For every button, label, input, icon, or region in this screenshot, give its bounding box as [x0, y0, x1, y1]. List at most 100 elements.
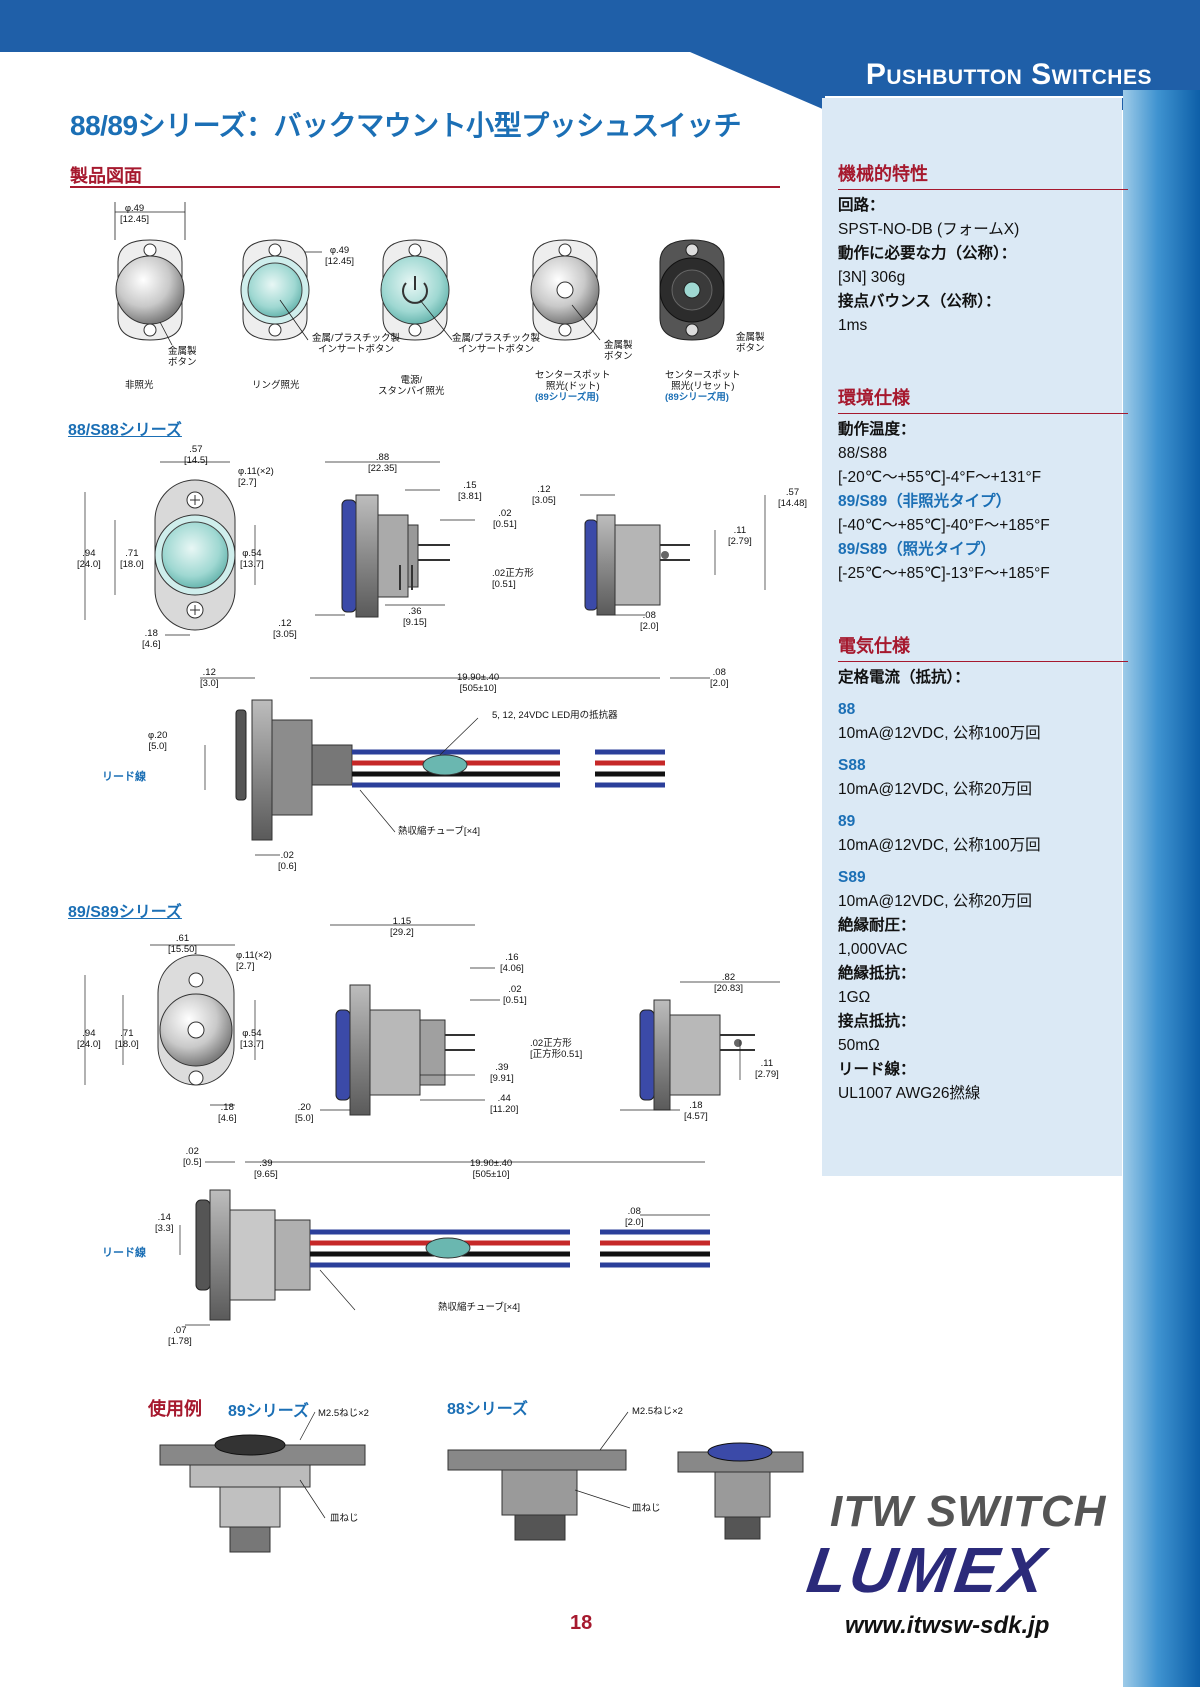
top-dim-2: φ.49 [12.45] — [325, 245, 355, 267]
model-s89-value: 10mA@12VDC, 公称20万回 — [838, 893, 1033, 910]
s88-lead-assembly — [235, 699, 665, 841]
mechanical-title: 機械的特性 — [838, 160, 1128, 190]
force-value: [3N] 306g — [838, 269, 906, 286]
insulation-label: 絶縁抵抗： — [838, 965, 916, 982]
usage-88-title: 88シリーズ — [447, 1401, 528, 1418]
model-s88-value: 10mA@12VDC, 公称20万回 — [838, 781, 1033, 798]
top-dim-1: φ.49 [12.45] — [120, 203, 150, 225]
s89-dim-115: 1.15 [29.2] — [390, 916, 414, 938]
spec-sidebar — [822, 98, 1122, 1176]
s88-dim-15: .15 [3.81] — [458, 480, 482, 502]
lead-wire-label: リード線： — [838, 1061, 916, 1078]
page-number: 18 — [570, 1612, 593, 1634]
s88-dim-hole: φ.11(×2) [2.7] — [238, 466, 274, 488]
s89-dim-94: .94 [24.0] — [77, 1028, 101, 1050]
s89-dim-02sq: .02正方形 [正方形0.51] — [530, 1038, 583, 1060]
banner-rule — [825, 96, 1153, 98]
website-link[interactable]: www.itwsw-sdk.jp — [845, 1612, 1050, 1639]
usage-screw-88: M2.5ねじ×2 — [632, 1406, 683, 1417]
usage-flat-89: 皿ねじ — [330, 1513, 359, 1524]
s89-dim-20: .20 [5.0] — [295, 1102, 314, 1124]
insulation-value: 1GΩ — [838, 989, 871, 1006]
s89-dim-11: .11 [2.79] — [755, 1058, 779, 1080]
s89-lead-label: リード線 — [102, 1247, 146, 1259]
label-metal-button-1: 金属製 ボタン — [168, 346, 197, 368]
s88-series-title: 88/S88シリーズ — [68, 422, 182, 439]
label-insert-button-1: 金属/プラスチック製 インサートボタン — [312, 333, 400, 355]
s88-dim-11: .11 [2.79] — [728, 525, 752, 547]
usage-89-drawing — [159, 1434, 366, 1553]
s88-front-view — [154, 479, 236, 631]
caption-center-dot-note: (89シリーズ用) — [535, 392, 599, 403]
s89i-temp-range: [-25℃～+85℃]-13°F～+185°F — [838, 565, 1050, 582]
s88-lead-label: リード線 — [102, 771, 146, 783]
s89n-temp-range: [-40℃～+85℃]-40°F～+185°F — [838, 517, 1050, 534]
s89-dim-44: .44 [11.20] — [490, 1093, 519, 1115]
s89-side-view — [335, 984, 475, 1116]
caption-center-reset-note: (89シリーズ用) — [665, 392, 729, 403]
environmental-section: 環境仕様 動作温度： 88/S88 [-20℃～+55℃]-4°F～+131°F… — [838, 384, 1128, 586]
s88-dim-57b: .57 [14.48] — [778, 487, 808, 509]
caption-center-reset: センタースポット 照光(リセット) — [665, 370, 741, 392]
s88-dim-54: φ.54 [13.7] — [240, 548, 264, 570]
page-title: 88/89シリーズ：バックマウント小型プッシュスイッチ — [70, 110, 742, 141]
s88-lead-08: .08 [2.0] — [710, 667, 729, 689]
technical-drawings — [84, 202, 804, 1553]
s89-dim-02: .02 [0.51] — [503, 984, 527, 1006]
s89-dim-hole: φ.11(×2) [2.7] — [236, 950, 272, 972]
drawings-section-title: 製品図面 — [70, 166, 142, 186]
s89-dim-82: .82 [20.83] — [714, 972, 744, 994]
s89-lead-length: 19.90±.40 [505±10] — [470, 1158, 513, 1180]
electrical-title: 電気仕様 — [838, 632, 1128, 662]
front-view-center-dot — [530, 239, 600, 341]
label-metal-button-3: 金属製 ボタン — [736, 332, 765, 354]
s88-dim-71: .71 [18.0] — [120, 548, 144, 570]
s88-side-view — [341, 494, 450, 618]
itw-switch-logo: ITW SWITCH — [830, 1487, 1107, 1536]
s88-lead-tube: 熱収縮チューブ[×4] — [398, 826, 481, 837]
header-banner — [0, 0, 1200, 110]
s89-lead-tube: 熱収縮チューブ[×4] — [438, 1302, 521, 1313]
model-89: 89 — [838, 813, 856, 830]
right-gradient-strip — [1123, 90, 1200, 1687]
label-insert-button-2: 金属/プラスチック製 インサートボタン — [452, 333, 540, 355]
s89-lead-assembly — [195, 1189, 710, 1321]
s89-dim-71: .71 [18.0] — [115, 1028, 139, 1050]
s88-temp-name: 88/S88 — [838, 445, 888, 462]
usage-88-drawing-2 — [677, 1442, 804, 1540]
s88-dim-88: .88 [22.35] — [368, 452, 398, 474]
s88-dim-36: .36 [9.15] — [403, 606, 427, 628]
s88-temp-range: [-20℃～+55℃]-4°F～+131°F — [838, 469, 1042, 486]
s89-lead-39: .39 [9.65] — [254, 1158, 278, 1180]
s89-dim-16: .16 [4.06] — [500, 952, 524, 974]
caption-non-illuminated: 非照光 — [125, 380, 154, 391]
s89-series-title: 89/S89シリーズ — [68, 904, 182, 921]
s89-lead-08: .08 [2.0] — [625, 1206, 644, 1228]
model-s89: S89 — [838, 869, 866, 886]
s88-lead-length: 19.90±.40 [505±10] — [457, 672, 500, 694]
s88-dim-12a: .12 [3.05] — [273, 618, 297, 640]
s88-dim-94: .94 [24.0] — [77, 548, 101, 570]
front-view-ring — [240, 239, 310, 341]
label-metal-button-2: 金属製 ボタン — [604, 340, 633, 362]
circuit-label: 回路： — [838, 197, 885, 214]
s88-lead-12: .12 [3.0] — [200, 667, 219, 689]
mechanical-section: 機械的特性 回路： SPST-NO-DB (フォームX) 動作に必要な力（公称）… — [838, 160, 1128, 338]
s89-dim-39: .39 [9.91] — [490, 1062, 514, 1084]
electrical-section: 電気仕様 定格電流（抵抗）： 88 10mA@12VDC, 公称100万回 S8… — [838, 632, 1128, 1106]
caption-ring: リング照光 — [252, 380, 300, 391]
model-88-value: 10mA@12VDC, 公称100万回 — [838, 725, 1041, 742]
s89i-temp-name: 89/S89（照光タイプ） — [838, 541, 996, 558]
s89-lead-02: .02 [0.5] — [183, 1146, 202, 1168]
model-88: 88 — [838, 701, 856, 718]
environmental-title: 環境仕様 — [838, 384, 1128, 414]
s88-dim-57: .57 [14.5] — [184, 444, 208, 466]
s89-lead-07: .07 [1.78] — [168, 1325, 192, 1347]
front-view-non-illuminated — [115, 239, 185, 341]
usage-89-title: 89シリーズ — [228, 1403, 309, 1420]
s88-dim-02: .02 [0.51] — [493, 508, 517, 530]
s88-dim-08: .08 [2.0] — [640, 610, 659, 632]
s89-lead-14: .14 [3.3] — [155, 1212, 174, 1234]
front-view-center-reset — [659, 239, 725, 341]
force-label: 動作に必要な力（公称）： — [838, 245, 1017, 262]
